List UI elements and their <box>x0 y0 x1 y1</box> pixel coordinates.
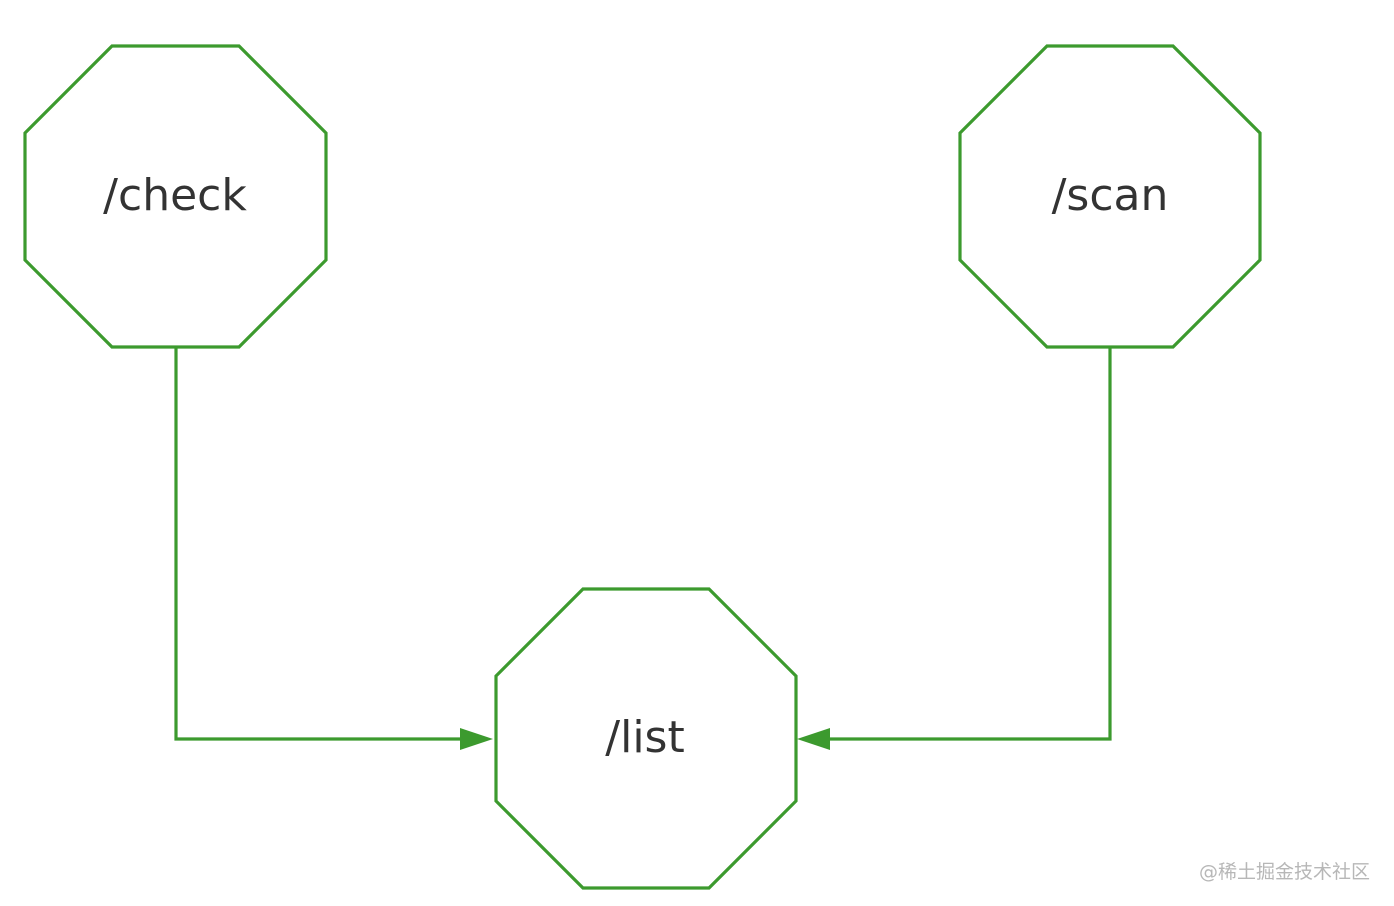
node-check-label: /check <box>103 170 247 221</box>
node-list[interactable]: /list <box>494 587 798 890</box>
node-scan[interactable]: /scan <box>958 44 1262 349</box>
node-check[interactable]: /check <box>23 44 328 349</box>
node-check-octagon <box>23 44 328 349</box>
watermark-text: @稀土掘金技术社区 <box>1198 861 1370 883</box>
edge-check-to-list <box>174 347 462 741</box>
node-list-label: /list <box>605 712 684 763</box>
node-scan-label: /scan <box>1052 170 1169 221</box>
edge-scan-to-list <box>829 347 1112 741</box>
node-scan-octagon <box>958 44 1262 349</box>
arrowhead-scan-to-list <box>797 728 830 750</box>
arrowhead-check-to-list <box>460 728 493 750</box>
node-list-octagon <box>494 587 798 890</box>
